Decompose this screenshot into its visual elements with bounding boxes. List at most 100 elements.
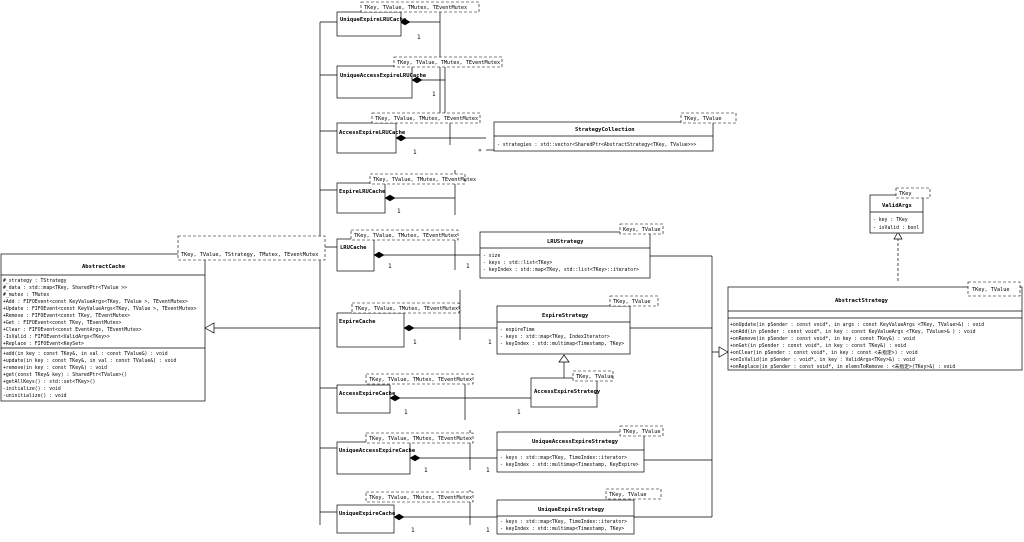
type-params: TKey, TValue, TMutex, TEventMutex bbox=[369, 436, 472, 442]
class-attribute: - keyIndex : std::map<TKey, std::list<TK… bbox=[483, 267, 639, 273]
class-name: UniqueAccessExpireCache bbox=[339, 448, 416, 454]
type-params: TKey, TValue, TMutex, TEventMutex bbox=[369, 495, 472, 501]
class-attribute: +Clear : FIFOEvent<const EventArgs, TEve… bbox=[3, 327, 142, 333]
class-name: AccessExpireCache bbox=[339, 391, 396, 397]
multiplicity-label-10: 1 bbox=[517, 409, 521, 416]
class-access-expire-strategy: AccessExpireStrategy TKey, TValue bbox=[530, 370, 613, 408]
type-params: TKey, TValue bbox=[609, 492, 646, 498]
multiplicity-label-6: 1 bbox=[466, 263, 470, 270]
composition-diamond-4 bbox=[384, 194, 396, 202]
multiplicity-label-8: 1 bbox=[488, 339, 492, 346]
strategy-inheritance-bus bbox=[630, 255, 722, 518]
class-unique-expire-lru-cache: UniqueExpireLRUCache TKey, TValue, TMute… bbox=[336, 1, 480, 37]
type-params: TKey, TValue, TMutex, TEventMutex bbox=[364, 5, 467, 11]
type-params: TKey, TValue, TMutex, TEventMutex bbox=[397, 60, 500, 66]
cache-composition-rail bbox=[439, 5, 478, 525]
class-name: ExpireCache bbox=[339, 319, 376, 325]
class-attribute: -IsValid : FIFOEvent<ValidArgs<TKey>> bbox=[3, 334, 110, 340]
type-params: TKey, TValue, TMutex, TEventMutex bbox=[373, 177, 476, 183]
class-attribute: - keys : std::list<TKey> bbox=[483, 260, 552, 266]
class-operation: +onGet(in pSender : const void*, in key … bbox=[730, 343, 906, 349]
inheritance-arrow-abstract-cache bbox=[204, 322, 215, 334]
inheritance-arrow-abstract-strategy bbox=[718, 346, 729, 358]
type-params: Keys, TValue bbox=[623, 227, 660, 233]
class-expire-cache: ExpireCache TKey, TValue, TMutex, TEvent… bbox=[336, 302, 460, 348]
class-unique-access-expire-cache: UniqueAccessExpireCache TKey, TValue, TM… bbox=[336, 432, 474, 475]
class-attribute: - keys : std::map<TKey, TimeIndex::itera… bbox=[500, 519, 627, 525]
class-attribute: - keyIndex : std::multimap<Timestamp, TK… bbox=[500, 526, 624, 532]
class-name: ExpireStrategy bbox=[542, 313, 589, 319]
class-lru-strategy: LRUStrategy - size - keys : std::list<TK… bbox=[479, 223, 664, 279]
class-operation: +onAdd(in pSender : const void*, in key … bbox=[730, 329, 976, 335]
class-access-expire-lru-cache: AccessExpireLRUCache TKey, TValue, TMute… bbox=[336, 112, 481, 154]
composition-diamond-1 bbox=[399, 18, 411, 26]
class-attribute: +Remove : FIFOEvent<const TKey, TEventMu… bbox=[3, 313, 130, 319]
class-attribute: - keyIndex : std::multimap<Timestamp, TK… bbox=[500, 341, 624, 347]
composition-diamond-2 bbox=[411, 76, 423, 84]
multiplicity-label-5: 1 bbox=[388, 263, 392, 270]
composition-diamond-7 bbox=[389, 394, 401, 402]
class-attribute: +Get : FIFOEvent<const TKey, TEventMutex… bbox=[3, 320, 122, 326]
type-params: TKey, TValue, TMutex, TEventMutex bbox=[355, 306, 458, 312]
type-params: TKey, TValue bbox=[684, 116, 721, 122]
class-name: AbstractCache bbox=[82, 264, 126, 270]
class-name: ValidArgs bbox=[882, 203, 912, 209]
class-unique-expire-cache: UniqueExpireCache TKey, TValue, TMutex, … bbox=[336, 491, 474, 534]
class-operation: +onIsValid(in pSender : void*, in key : … bbox=[730, 357, 915, 363]
type-params: TKey, TValue bbox=[972, 287, 1009, 293]
multiplicity-label-2: 1 bbox=[432, 91, 436, 98]
class-unique-access-expire-lru-cache: UniqueAccessExpireLRUCache TKey, TValue,… bbox=[336, 56, 503, 99]
composition-diamond-6 bbox=[403, 324, 415, 332]
cache-inheritance-bus bbox=[205, 21, 337, 525]
inheritance-arrow-expire-strategy bbox=[558, 354, 570, 363]
class-attribute: - strategies : std::vector<SharedPtr<Abs… bbox=[497, 142, 696, 148]
class-attribute: - expireTime bbox=[500, 327, 535, 333]
class-abstract-cache: AbstractCache #_strategy : TStrategy #_d… bbox=[0, 235, 326, 402]
type-params: TKey, TValue bbox=[576, 374, 613, 380]
class-expire-strategy: ExpireStrategy - expireTime - keys : std… bbox=[496, 295, 659, 355]
class-access-expire-cache: AccessExpireCache TKey, TValue, TMutex, … bbox=[336, 373, 474, 414]
type-params: TKey, TValue bbox=[623, 429, 660, 435]
class-attribute: +Replace : FIFOEvent<KeySet> bbox=[3, 341, 84, 347]
class-operation: +onReplace(in pSender : const void*, in … bbox=[730, 363, 955, 370]
type-params: TKey, TValue, TMutex, TEventMutex bbox=[354, 233, 457, 239]
class-name: ExpireLRUCache bbox=[339, 189, 386, 195]
class-operation: +add(in key : const TKey&, in val : cons… bbox=[3, 351, 168, 357]
class-attribute: - key : TKey bbox=[873, 217, 908, 223]
class-operation: -uninitialize() : void bbox=[3, 393, 67, 399]
class-name: StrategyCollection bbox=[575, 127, 635, 133]
class-operation: +get(const TKey& key) : SharedPtr<TValue… bbox=[3, 372, 127, 378]
class-operation: +onUpdate(in pSender : const void*, in a… bbox=[730, 322, 984, 328]
dependency-arrow-valid-args bbox=[893, 231, 903, 240]
composition-diamond-8 bbox=[409, 454, 421, 462]
class-attribute: #_data : std::map<TKey, SharedPtr<TValue… bbox=[3, 285, 127, 291]
class-valid-args: ValidArgs - key : TKey - isValid : bool … bbox=[869, 187, 931, 234]
class-name: UniqueExpireCache bbox=[339, 511, 396, 517]
class-name: AccessExpireStrategy bbox=[534, 389, 601, 395]
class-attribute: - isValid : bool bbox=[873, 225, 919, 231]
class-operation: +remove(in key : const TKey&) : void bbox=[3, 365, 107, 371]
class-expire-lru-cache: ExpireLRUCache TKey, TValue, TMutex, TEv… bbox=[336, 173, 476, 214]
class-lru-cache: LRUCache TKey, TValue, TMutex, TEventMut… bbox=[336, 229, 459, 272]
class-attribute: - keys : std::map<TKey, TimeIndex::itera… bbox=[500, 455, 627, 461]
class-name: LRUCache bbox=[340, 245, 367, 251]
class-name: AbstractStrategy bbox=[835, 298, 889, 304]
type-params: TKey, TValue bbox=[613, 299, 650, 305]
class-attribute: - size bbox=[483, 253, 500, 259]
multiplicity-label-9: 1 bbox=[404, 409, 408, 416]
class-operation: +onClear(in pSender : const void*, in ke… bbox=[730, 349, 918, 356]
multiplicity-label-12: 1 bbox=[486, 467, 490, 474]
class-name: AccessExpireLRUCache bbox=[339, 130, 406, 136]
class-operation: +onRemove(in pSender : const void*, in k… bbox=[730, 336, 915, 342]
class-attribute: +Update : FIFOEvent<const KeyValueArgs<T… bbox=[3, 306, 197, 312]
multiplicity-label-13: 1 bbox=[411, 527, 415, 534]
class-operation: -initialize() : void bbox=[3, 386, 61, 392]
class-attribute: #_strategy : TStrategy bbox=[3, 278, 67, 284]
type-params: TKey, TValue, TMutex, TEventMutex bbox=[369, 377, 472, 383]
class-attribute: #_mutex : TMutex bbox=[3, 292, 49, 298]
class-operation: +update(in key : const TKey&, in val : c… bbox=[3, 358, 176, 364]
multiplicity-label-1: 1 bbox=[417, 34, 421, 41]
class-name: UniqueAccessExpireStrategy bbox=[532, 439, 619, 445]
class-unique-access-expire-strategy: UniqueAccessExpireStrategy - keys : std:… bbox=[496, 425, 664, 473]
